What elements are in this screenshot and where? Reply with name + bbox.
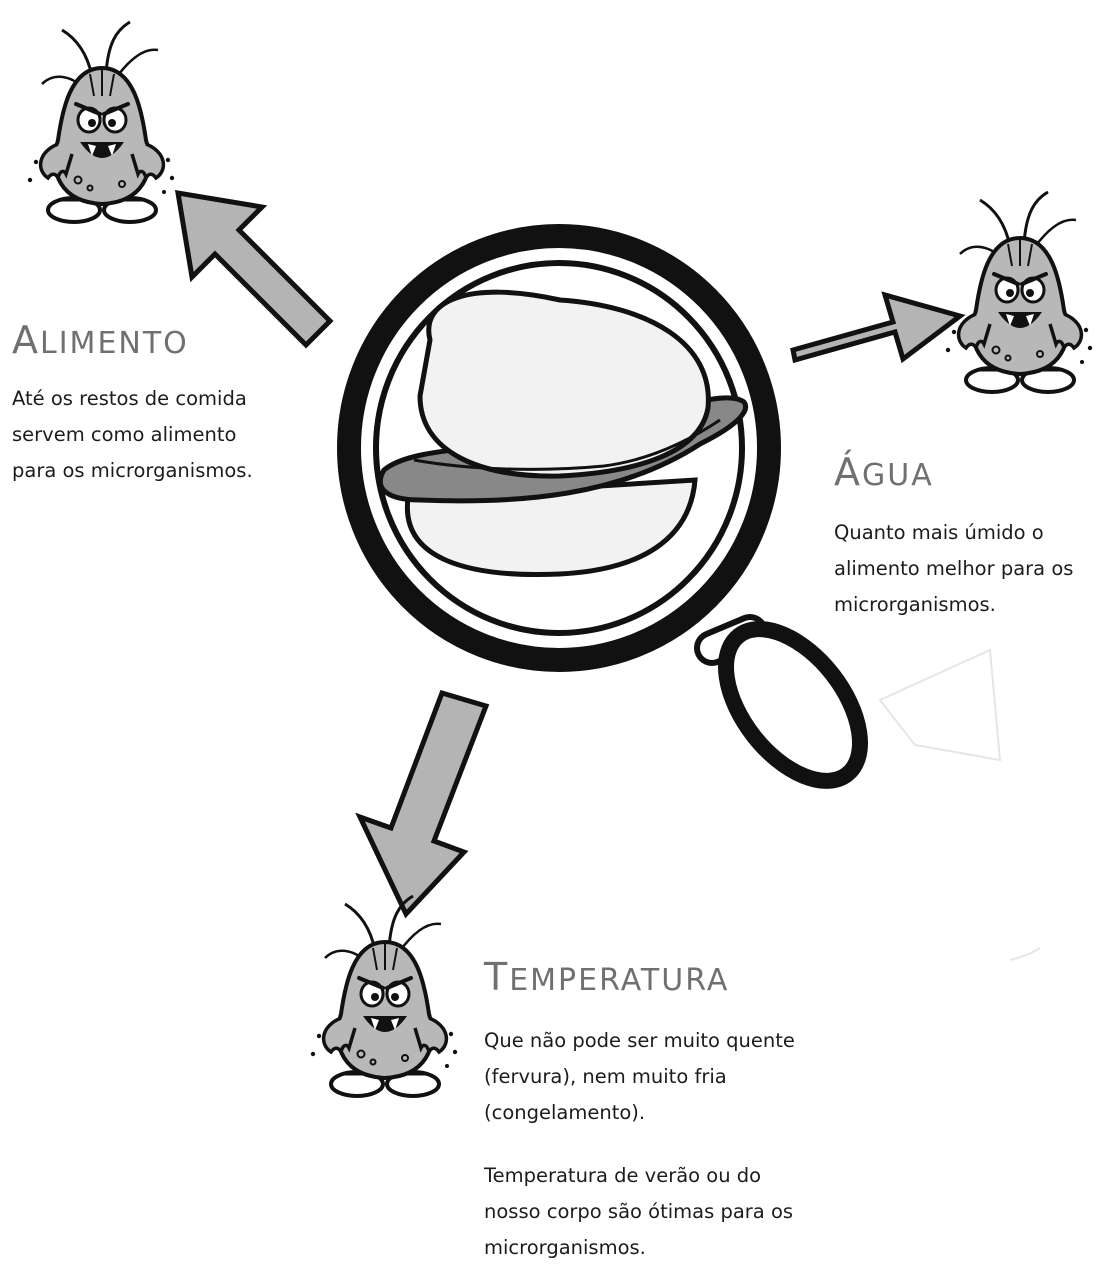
temperatura-note: Temperatura de verão ou do nosso corpo s…: [484, 1158, 793, 1266]
temperatura-description: Que não pode ser muito quente (fervura),…: [484, 1023, 795, 1131]
arrow-down: [360, 693, 486, 914]
agua-line: alimento melhor para os: [834, 551, 1073, 587]
temperatura-heading: Temperatura: [484, 955, 729, 999]
germ-character-alimento: [28, 22, 174, 222]
agua-description: Quanto mais úmido o alimento melhor para…: [834, 515, 1073, 623]
agua-line: microrganismos.: [834, 587, 1073, 623]
temperatura-line: Que não pode ser muito quente: [484, 1023, 795, 1059]
alimento-heading-initial: A: [12, 318, 40, 362]
faint-sketch-lines: [880, 650, 1040, 960]
temperatura-heading-rest: emperatura: [509, 963, 729, 998]
agua-heading-initial: Á: [834, 450, 862, 494]
alimento-description: Até os restos de comida servem como alim…: [12, 381, 253, 489]
germ-character-temperatura: [311, 896, 457, 1096]
temperatura-heading-initial: T: [484, 955, 509, 999]
germ-character-agua: [946, 192, 1092, 392]
temperatura-line: (fervura), nem muito fria: [484, 1059, 795, 1095]
arrow-up-left: [178, 193, 330, 345]
agua-line: Quanto mais úmido o: [834, 515, 1073, 551]
temperatura-note-line: nosso corpo são ótimas para os: [484, 1194, 793, 1230]
alimento-heading: Alimento: [12, 318, 189, 362]
temperatura-note-line: Temperatura de verão ou do: [484, 1158, 793, 1194]
alimento-line: Até os restos de comida: [12, 381, 253, 417]
alimento-line: servem como alimento: [12, 417, 253, 453]
arrow-right: [793, 295, 960, 360]
temperatura-line: (congelamento).: [484, 1095, 795, 1131]
temperatura-note-line: microrganismos.: [484, 1230, 793, 1266]
alimento-heading-rest: limento: [40, 326, 189, 361]
agua-heading-rest: gua: [862, 458, 934, 493]
alimento-line: para os microrganismos.: [12, 453, 253, 489]
agua-heading: Água: [834, 450, 934, 494]
